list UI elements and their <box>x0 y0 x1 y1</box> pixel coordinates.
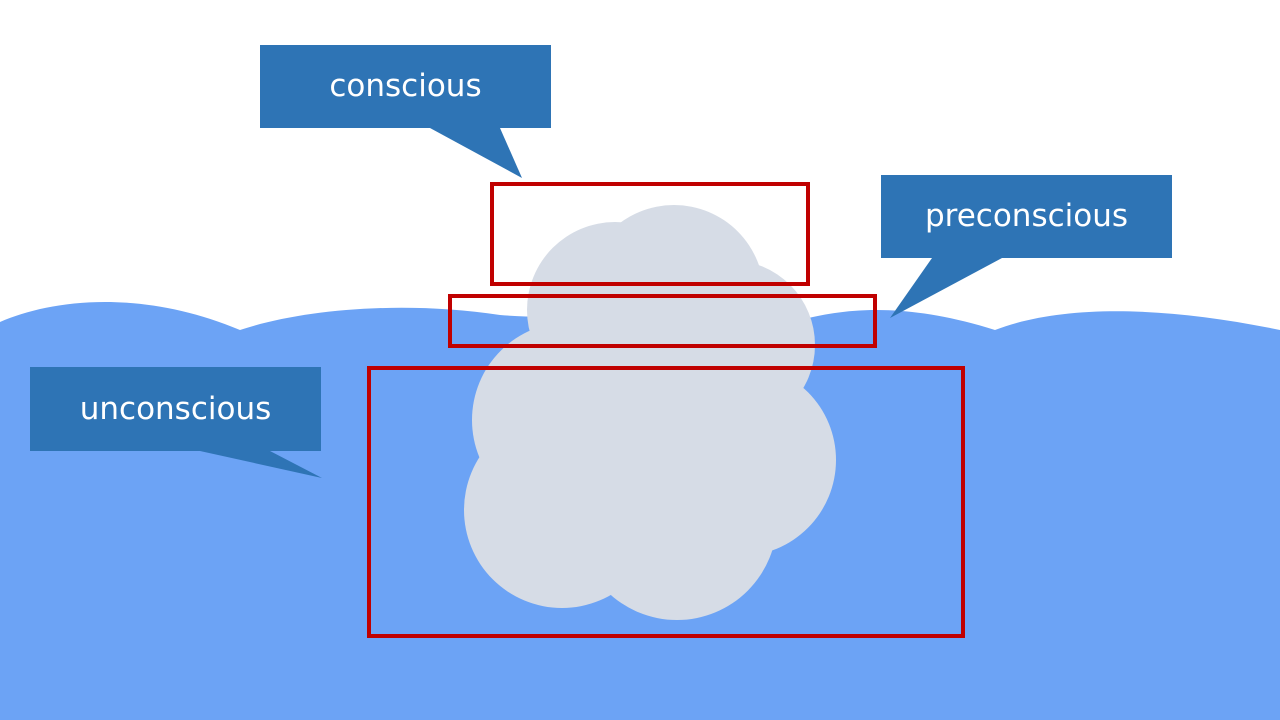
unconscious-callout-shape <box>30 367 322 478</box>
unconscious-frame <box>367 366 965 638</box>
preconscious-frame <box>448 294 877 348</box>
preconscious-label: preconscious <box>924 198 1129 234</box>
unconscious-label: unconscious <box>79 390 272 427</box>
conscious-label: conscious <box>329 68 482 104</box>
conscious-callout-shape <box>260 45 551 178</box>
iceberg-lobe <box>540 360 780 600</box>
preconscious-callout-shape <box>881 175 1172 318</box>
conscious-frame <box>490 182 810 286</box>
